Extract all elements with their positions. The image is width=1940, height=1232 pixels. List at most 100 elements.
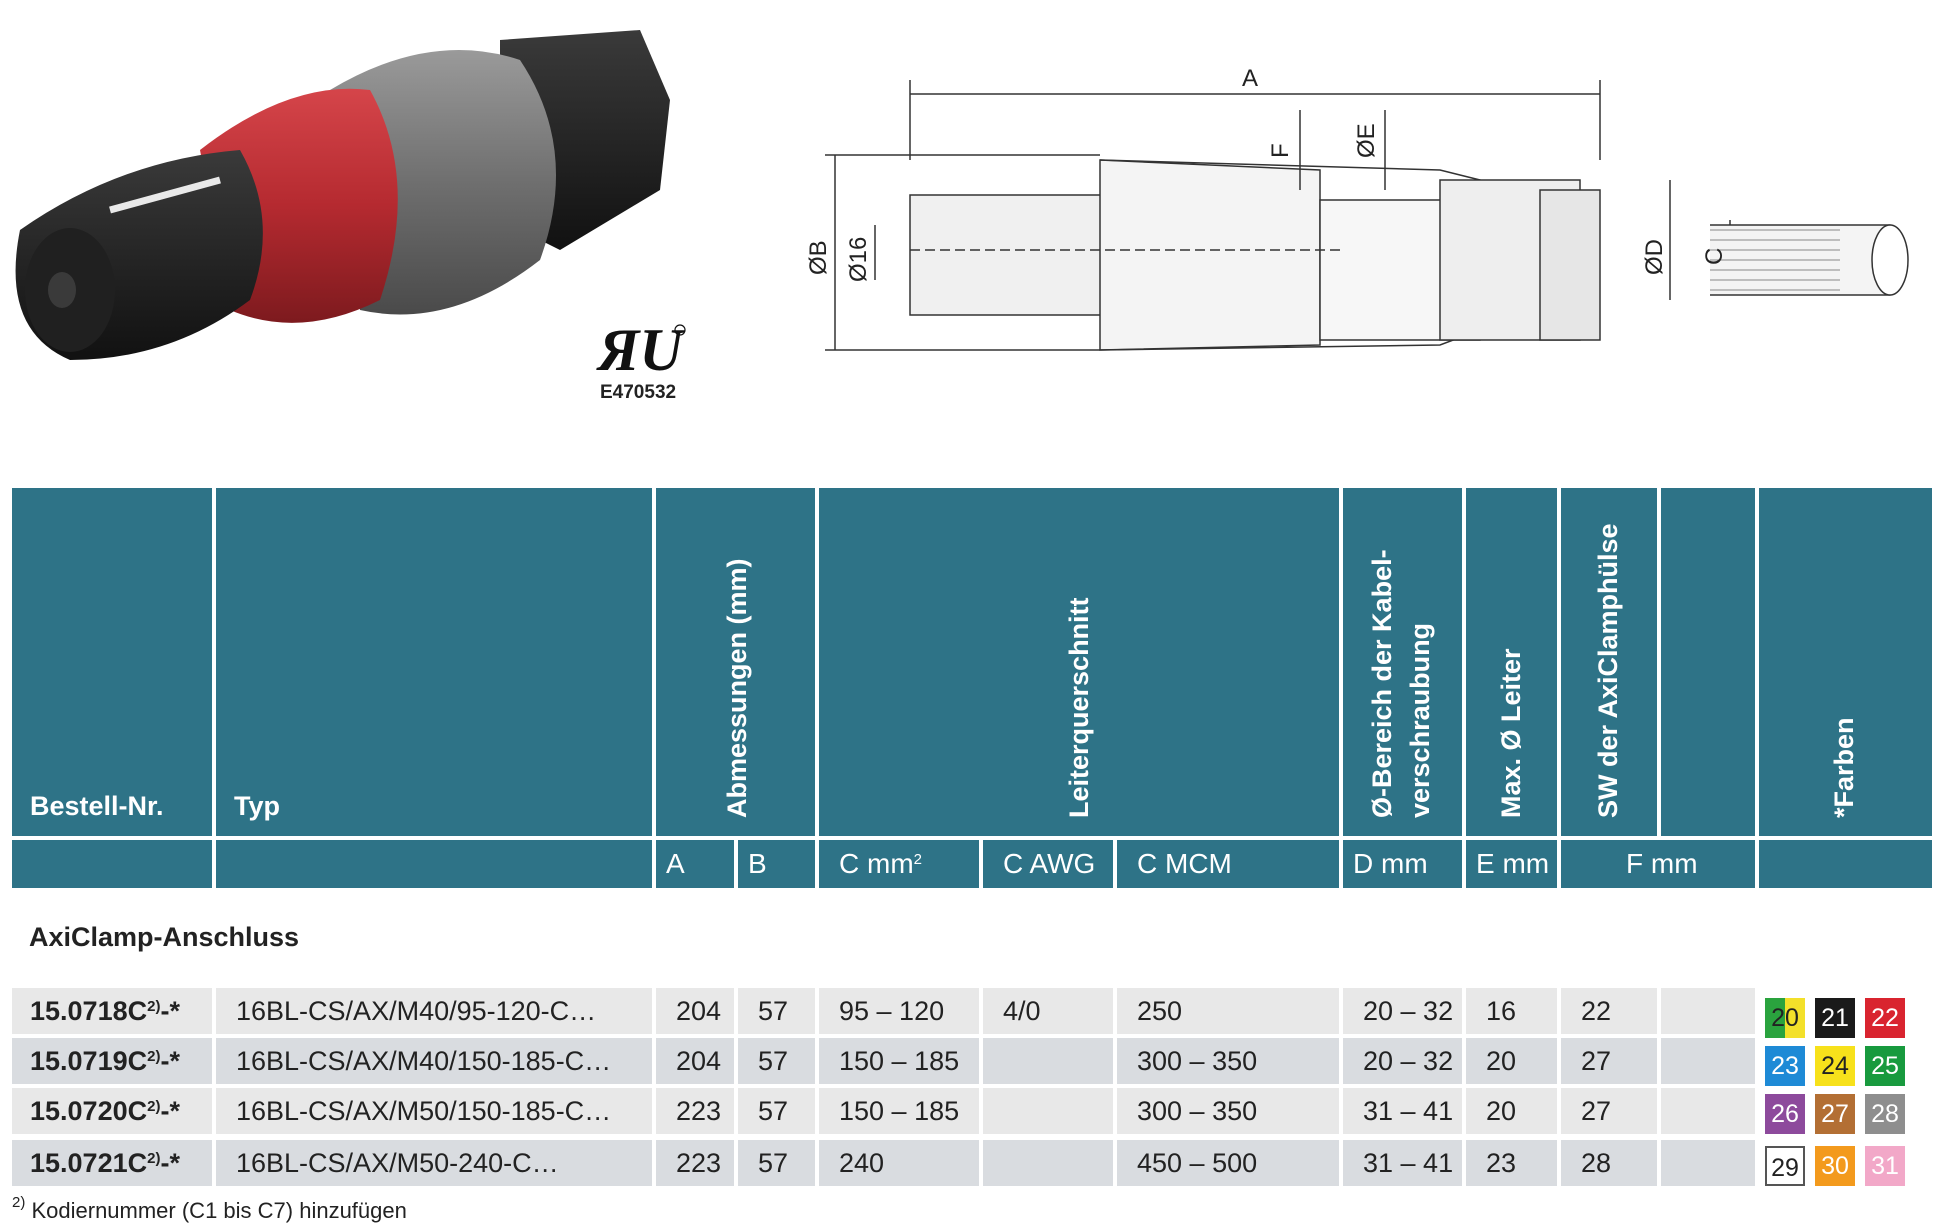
cell-d: 20 – 32: [1343, 988, 1462, 1034]
cell-cmm: 95 – 120: [819, 988, 979, 1034]
dim-label-f: F: [1267, 143, 1294, 158]
color-swatch-27: 27: [1815, 1094, 1855, 1134]
cell-e: 20: [1466, 1088, 1557, 1134]
cell-typ: 16BL-CS/AX/M40/150-185-C…: [216, 1038, 652, 1084]
color-swatch-31: 31: [1865, 1146, 1905, 1186]
ul-mark-icon: ЯU: [596, 317, 686, 383]
color-swatch-22: 22: [1865, 998, 1905, 1038]
cell-f: 27: [1561, 1088, 1657, 1134]
cell-cmm: 150 – 185: [819, 1038, 979, 1084]
footnote-mark: 2): [12, 1194, 26, 1211]
cell-b: 57: [738, 1140, 815, 1186]
color-swatch-21: 21: [1815, 998, 1855, 1038]
order-number: 15.0718C: [30, 996, 148, 1026]
footnote-ref: 2): [147, 1150, 161, 1167]
order-suffix: -*: [160, 1096, 180, 1126]
cell-g: [1661, 1088, 1755, 1134]
cell-a: 223: [656, 1088, 734, 1134]
cell-typ: 16BL-CS/AX/M50/150-185-C…: [216, 1088, 652, 1134]
header-bereich-line2: verschraubung: [1405, 622, 1435, 818]
subheader-e: E mm: [1466, 840, 1557, 888]
cell-nr: 15.0721C2)-*: [12, 1140, 212, 1186]
cell-g: [1661, 988, 1755, 1034]
cell-f: 28: [1561, 1140, 1657, 1186]
subheader-b: B: [738, 840, 815, 888]
cell-a: 204: [656, 1038, 734, 1084]
dim-label-a: A: [1242, 65, 1258, 92]
cell-nr: 15.0719C2)-*: [12, 1038, 212, 1084]
cell-awg: [983, 1088, 1113, 1134]
order-suffix: -*: [160, 996, 180, 1026]
cell-b: 57: [738, 1088, 815, 1134]
cell-f: 27: [1561, 1038, 1657, 1084]
cell-d: 31 – 41: [1343, 1088, 1462, 1134]
cell-awg: 4/0: [983, 988, 1113, 1034]
header-max-leiter: Max. Ø Leiter: [1466, 488, 1557, 836]
header-sw: SW der AxiClamphülse: [1561, 488, 1657, 836]
product-photo: [15, 30, 670, 360]
subheader-bestell: [12, 840, 212, 888]
header-bestell: Bestell-Nr.: [12, 488, 212, 836]
color-swatch-24: 24: [1815, 1046, 1855, 1086]
cell-cmm: 150 – 185: [819, 1088, 979, 1134]
header-leiterquerschnitt-label: Leiterquerschnitt: [1064, 597, 1094, 818]
footnote-text: Kodiernummer (C1 bis C7) hinzufügen: [31, 1198, 407, 1223]
subheader-c-mm: C mm2: [819, 840, 979, 888]
cell-typ: 16BL-CS/AX/M50-240-C…: [216, 1140, 652, 1186]
header-sw-label: SW der AxiClamphülse: [1593, 523, 1623, 818]
footnote: 2) Kodiernummer (C1 bis C7) hinzufügen: [12, 1194, 407, 1224]
header-abmessungen: Abmessungen (mm): [656, 488, 815, 836]
cell-a: 223: [656, 1140, 734, 1186]
cell-e: 23: [1466, 1140, 1557, 1186]
header-bereich: Ø-Bereich der Kabel- verschraubung: [1343, 488, 1462, 836]
table-row: 15.0720C2)-*16BL-CS/AX/M50/150-185-C…223…: [12, 1088, 1755, 1134]
subheader-a: A: [656, 840, 734, 888]
cell-e: 16: [1466, 988, 1557, 1034]
cell-g: [1661, 1038, 1755, 1084]
cell-awg: [983, 1140, 1113, 1186]
order-number: 15.0719C: [30, 1046, 148, 1076]
color-swatch-28: 28: [1865, 1094, 1905, 1134]
cell-cmm: 240: [819, 1140, 979, 1186]
header-bestell-label: Bestell-Nr.: [30, 791, 164, 821]
footnote-ref: 2): [147, 998, 161, 1015]
cell-g: [1661, 1140, 1755, 1186]
cell-mcm: 300 – 350: [1117, 1088, 1339, 1134]
subheader-farben: [1759, 840, 1932, 888]
cell-f: 22: [1561, 988, 1657, 1034]
header-bereich-line1: Ø-Bereich der Kabel-: [1367, 549, 1397, 818]
cell-nr: 15.0720C2)-*: [12, 1088, 212, 1134]
section-title: AxiClamp-Anschluss: [29, 922, 300, 952]
color-swatch-25: 25: [1865, 1046, 1905, 1086]
order-number: 15.0720C: [30, 1096, 148, 1126]
cell-nr: 15.0718C2)-*: [12, 988, 212, 1034]
order-number: 15.0721C: [30, 1148, 148, 1178]
header-max-leiter-label: Max. Ø Leiter: [1496, 648, 1526, 818]
cell-mcm: 250: [1117, 988, 1339, 1034]
subheader-c-awg: C AWG: [983, 840, 1113, 888]
table-row: 15.0719C2)-*16BL-CS/AX/M40/150-185-C…204…: [12, 1038, 1755, 1084]
subheader-c-mm-sup: 2: [913, 851, 922, 868]
cell-b: 57: [738, 988, 815, 1034]
cell-typ: 16BL-CS/AX/M40/95-120-C…: [216, 988, 652, 1034]
subheader-c-mm-label: C mm: [839, 848, 914, 879]
cell-d: 20 – 32: [1343, 1038, 1462, 1084]
cell-e: 20: [1466, 1038, 1557, 1084]
header-leiterquerschnitt: Leiterquerschnitt: [819, 488, 1339, 836]
ul-certification-logo: ЯU E470532: [590, 317, 690, 408]
svg-text:ЯU: ЯU: [596, 318, 685, 378]
dim-label-c: C: [1701, 248, 1728, 265]
order-suffix: -*: [160, 1148, 180, 1178]
dim-label-d: ØD: [1641, 239, 1668, 275]
color-swatch-30: 30: [1815, 1146, 1855, 1186]
cell-a: 204: [656, 988, 734, 1034]
header-typ-label: Typ: [234, 791, 280, 821]
cell-d: 31 – 41: [1343, 1140, 1462, 1186]
color-swatch-20: 20: [1765, 998, 1805, 1038]
technical-drawing: A ØB Ø16 F ØE ØD C: [805, 65, 1909, 351]
dim-label-16: Ø16: [845, 237, 872, 282]
ul-file-number: E470532: [600, 382, 677, 403]
cell-mcm: 450 – 500: [1117, 1140, 1339, 1186]
dim-label-b: ØB: [805, 240, 832, 275]
